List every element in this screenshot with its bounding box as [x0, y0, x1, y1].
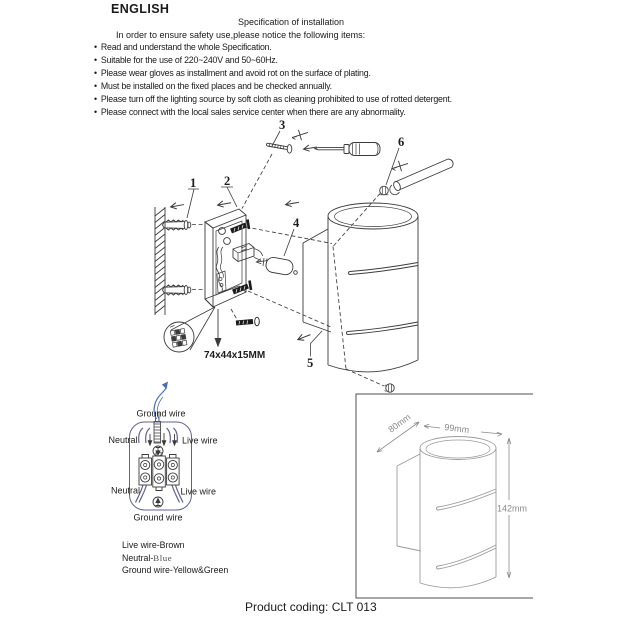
safety-note-item: •Please connect with the local sales ser… — [94, 106, 452, 119]
bracket-size-arrow — [214, 309, 222, 348]
bracket-size-label: 74x44x15MM — [204, 350, 265, 361]
screwdriver — [302, 142, 381, 156]
language-heading: ENGLISH — [111, 2, 170, 16]
safety-note-text: Please turn off the lighting source by s… — [100, 94, 452, 104]
safety-note-item: •Please wear gloves as installment and a… — [94, 67, 452, 80]
safety-note-text: Please wear gloves as installment and av… — [100, 68, 371, 78]
screw-part3 — [265, 142, 293, 154]
mounting-bracket — [204, 208, 263, 309]
bullet-icon: • — [94, 94, 97, 104]
terminal-block — [138, 452, 180, 491]
wall-anchor-2 — [162, 284, 192, 296]
dimension-drawing — [396, 436, 497, 589]
safety-note-item: •Suitable for the use of 220~240V and 50… — [94, 54, 452, 67]
legend-neutral-prefix: Neutral- — [122, 552, 154, 563]
wiring-label-ground-top: Ground wire — [136, 409, 185, 419]
wiring-label-neutral-top: Neutral — [108, 435, 137, 445]
safety-note-text: Must be installed on the fixed places an… — [100, 81, 332, 91]
bullet-icon: • — [94, 55, 97, 65]
dimension-depth-label: 80mm — [386, 412, 412, 435]
dimension-width-label: 99mm — [444, 422, 470, 435]
bullet-icon: • — [94, 42, 97, 52]
page-title: Specification of installation — [237, 17, 345, 27]
wire-arrows — [147, 433, 177, 447]
legend-neutral-value: Blue — [153, 552, 173, 563]
safety-notes-list: •Read and understand the whole Specifica… — [94, 41, 452, 119]
part-label-1: 1 — [190, 176, 196, 190]
ground-striped-wire — [153, 412, 161, 444]
dimension-lines — [376, 421, 512, 579]
safety-note-text: Suitable for the use of 220~240V and 50~… — [100, 55, 278, 65]
bullet-icon: • — [94, 107, 97, 117]
part-label-2: 2 — [224, 174, 230, 188]
wiring-label-neutral-bottom: Neutral — [111, 486, 140, 496]
part-label-3: 3 — [279, 118, 285, 132]
safety-note-text: Please connect with the local sales serv… — [100, 107, 406, 117]
wiring-label-live-bottom: Live wire — [181, 487, 217, 497]
hex-rod-tool — [389, 158, 454, 196]
legend-neutral: Neutral-Blue — [122, 552, 228, 565]
safety-note-item: •Read and understand the whole Specifica… — [94, 41, 452, 54]
safety-note-item: •Must be installed on the fixed places a… — [94, 80, 452, 93]
part-label-5: 5 — [307, 356, 313, 370]
bullet-icon: • — [94, 68, 97, 78]
wiring-diagram: Ground wire Neutral Live wire Neutral Li… — [108, 381, 218, 523]
end-cap-top — [379, 185, 389, 196]
end-cap-bottom — [384, 383, 395, 393]
safety-note-item: •Please turn off the lighting source by … — [94, 93, 452, 106]
rotate-direction-icon — [391, 160, 409, 172]
legend-live-text: Live wire-Brown — [122, 540, 185, 550]
bulb — [262, 257, 298, 276]
mounting-screws-black — [230, 219, 260, 327]
wall — [154, 207, 166, 315]
wiring-label-live-top: Live wire — [182, 436, 218, 446]
wall-anchor-1 — [162, 219, 192, 231]
legend-ground-text: Ground wire-Yellow&Green — [122, 565, 229, 576]
intro-line: In order to ensure safety use,please not… — [116, 30, 366, 40]
wire-color-legend: Live wire-Brown Neutral-Blue Ground wire… — [122, 539, 228, 577]
lamp-cylinder — [327, 202, 419, 373]
part-label-leaders — [186, 130, 400, 357]
dimension-box: 80mm 99mm 142mm — [355, 393, 533, 599]
product-coding: Product coding: CLT 013 — [245, 600, 377, 614]
part-label-6: 6 — [398, 135, 404, 149]
earth-symbols — [152, 445, 164, 508]
rotate-direction-icon — [291, 129, 309, 141]
terminal-detail-circle — [163, 306, 216, 353]
legend-ground: Ground wire-Yellow&Green — [122, 564, 228, 577]
part-label-4: 4 — [293, 216, 300, 230]
back-plate — [302, 228, 332, 333]
wiring-label-ground-bottom: Ground wire — [133, 513, 182, 523]
incoming-wires — [134, 427, 184, 503]
legend-live-wire: Live wire-Brown — [122, 539, 228, 552]
ground-arrow-blue — [153, 381, 168, 420]
safety-note-text: Read and understand the whole Specificat… — [100, 42, 272, 52]
bullet-icon: • — [94, 81, 97, 91]
dashed-guide-lines — [192, 153, 385, 387]
dimension-height-label: 142mm — [497, 504, 527, 514]
